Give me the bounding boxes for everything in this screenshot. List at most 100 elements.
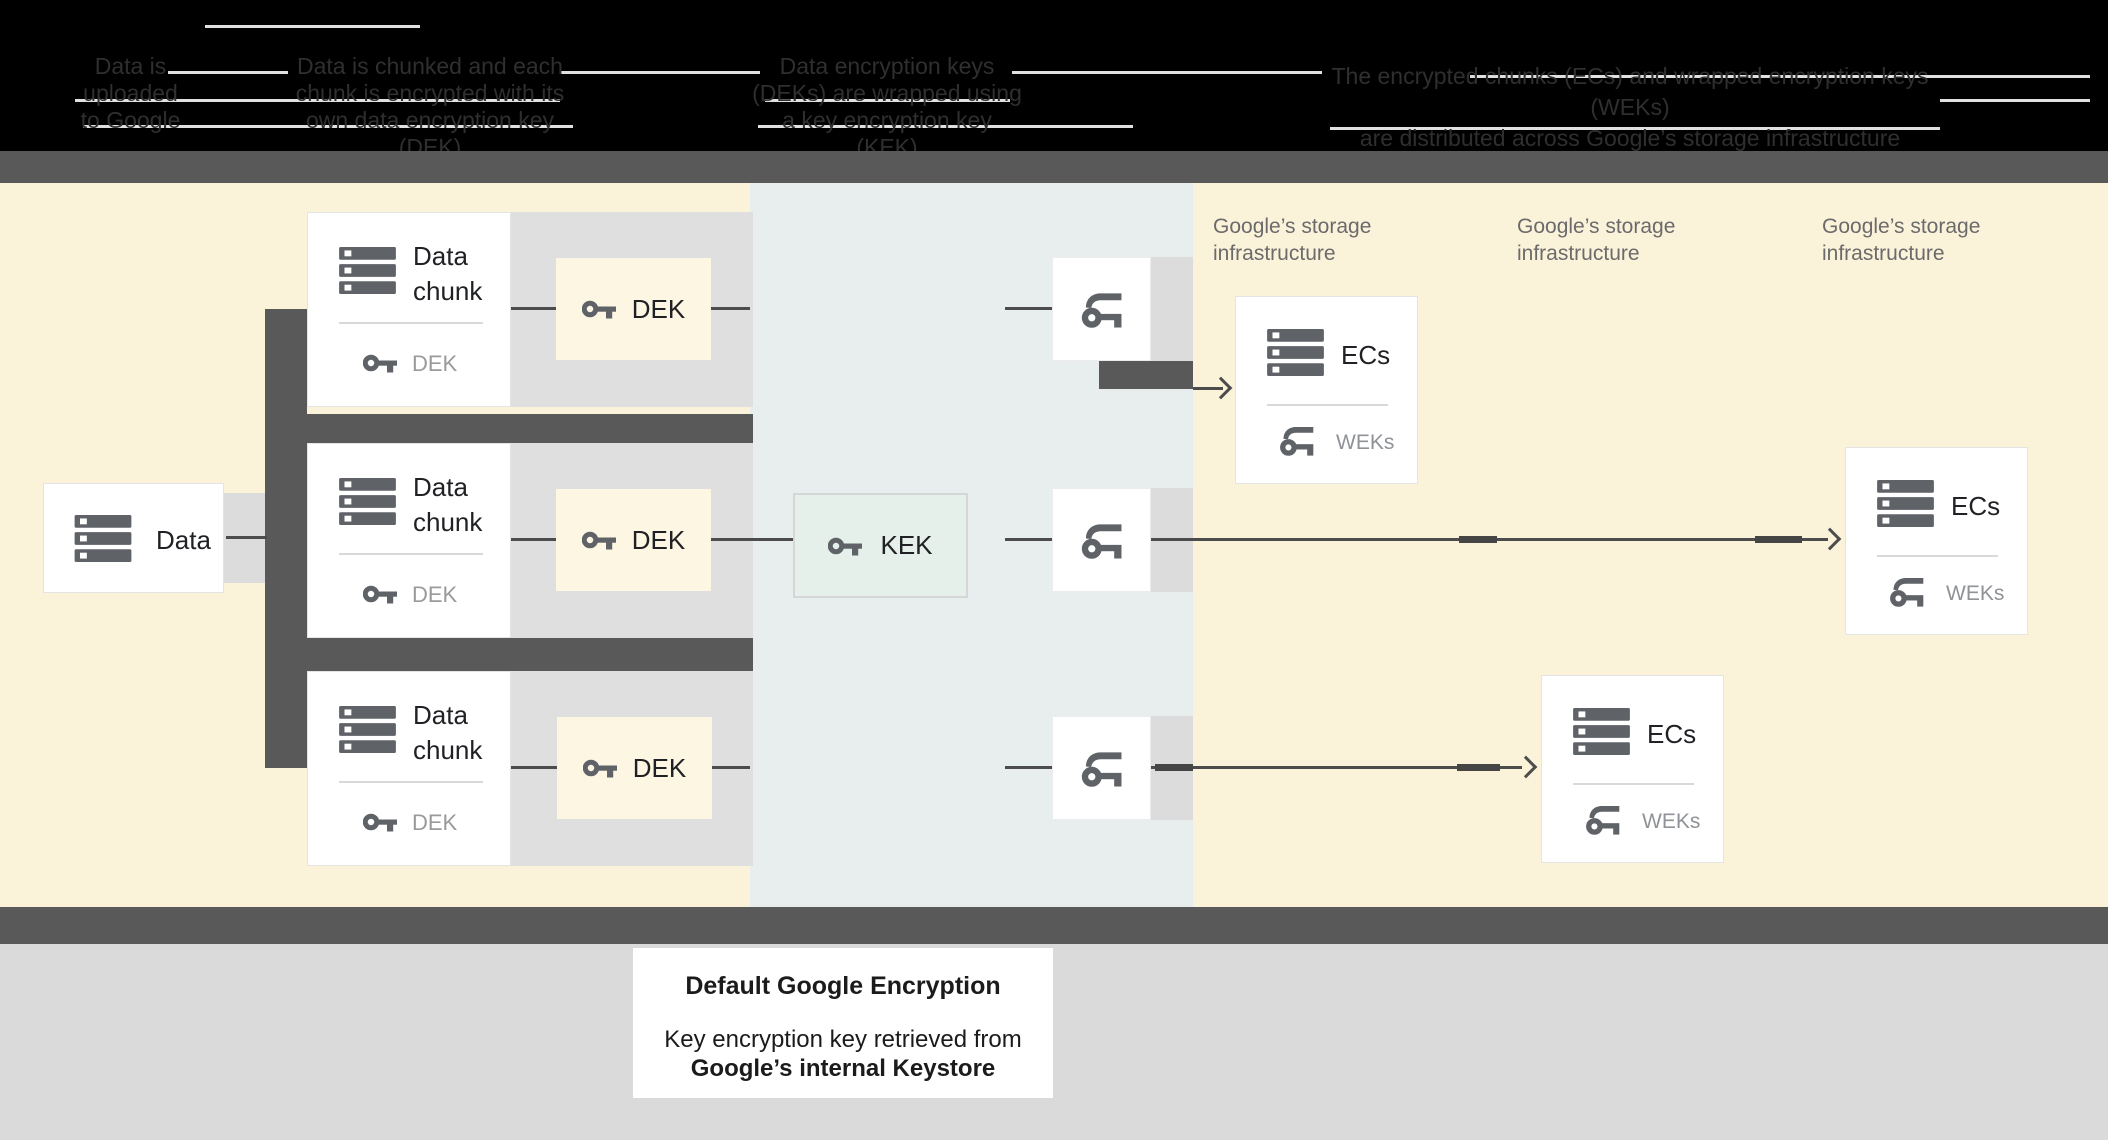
data-box: Data <box>43 483 224 593</box>
storage-label-line: infrastructure <box>1517 242 1640 265</box>
chunk-title: Data chunk <box>413 239 482 309</box>
arrow-line <box>1193 387 1223 390</box>
dek-box-label: DEK <box>631 524 686 555</box>
kek-box: KEK <box>793 493 968 598</box>
server-icon <box>1267 329 1324 376</box>
top-separator-bar <box>0 151 2108 183</box>
keybox-attachment <box>1151 257 1193 361</box>
chunk-key-label: DEK <box>412 351 458 376</box>
step-caption-2-line: chunk is encrypted with its <box>295 80 565 106</box>
chunk-title: Data chunk <box>413 470 482 540</box>
card-divider <box>1573 783 1694 785</box>
wrapped-key-icon <box>1278 425 1316 456</box>
header-band: Data is uploaded to Google Data is chunk… <box>0 0 2108 160</box>
ec-box: ECs WEKs <box>1845 447 2028 635</box>
artifact-line <box>1940 99 2090 102</box>
wrapped-key-icon <box>1080 522 1124 559</box>
legend-line-bold: Google’s internal Keystore <box>690 1055 996 1082</box>
step-caption-2: Data is chunked and each chunk is encryp… <box>280 53 580 161</box>
data-box-label: Data <box>156 525 211 555</box>
key-icon <box>828 535 864 557</box>
data-chunk-card: Data chunk DEK <box>307 443 511 638</box>
legend-card: Default Google Encryption Key encryption… <box>633 948 1053 1098</box>
card-divider <box>1267 404 1388 406</box>
data-chunk-card: Data chunk DEK <box>307 212 511 407</box>
storage-label-line: Google’s storage <box>1213 215 1372 238</box>
ec-box: ECs WEKs <box>1235 296 1418 484</box>
legend-title: Default Google Encryption <box>685 972 1001 1000</box>
storage-infrastructure-label: Google’s storage infrastructure <box>1517 213 1747 267</box>
arrowhead <box>1209 376 1233 400</box>
artifact-line <box>765 99 1010 102</box>
chunk-key-label: DEK <box>412 810 458 835</box>
chunk-title-line: chunk <box>413 735 483 765</box>
legend-line: Key encryption key retrieved from <box>664 1026 1022 1053</box>
server-icon <box>1877 480 1934 527</box>
server-icon <box>339 247 396 294</box>
server-icon <box>339 706 396 753</box>
step-caption-3: Data encryption keys (DEKs) are wrapped … <box>752 53 1022 161</box>
step-caption-4-line: are distributed across Google’s storage … <box>1359 125 1901 151</box>
step-caption-1-line: Data is <box>94 53 167 79</box>
step-caption-2-line: Data is chunked and each <box>297 53 563 79</box>
step-caption-3-line: Data encryption keys <box>779 53 995 79</box>
wrapped-key-box <box>1052 488 1151 592</box>
wrapped-key-box <box>1052 257 1151 361</box>
connector-line <box>511 307 556 310</box>
step-caption-1-line: uploaded <box>83 80 178 106</box>
arrowhead <box>1818 527 1842 551</box>
key-icon <box>363 811 399 833</box>
storage-label-line: Google’s storage <box>1822 215 1981 238</box>
dek-box: DEK <box>556 489 711 591</box>
bottom-separator-bar <box>0 907 2108 944</box>
arrow-line <box>1151 766 1522 769</box>
step-caption-1: Data is uploaded to Google <box>58 53 203 134</box>
card-divider <box>339 322 483 324</box>
connector-line <box>1005 766 1052 769</box>
wek-label: WEKs <box>1642 810 1701 833</box>
chunk-title: Data chunk <box>413 698 482 768</box>
connector-line <box>1005 538 1052 541</box>
wek-label: WEKs <box>1946 582 2005 605</box>
arrow-dash <box>1459 536 1497 543</box>
connector-line <box>712 766 750 769</box>
wrapped-key-icon <box>1080 291 1124 328</box>
chunk-title-line: Data <box>413 241 468 271</box>
artifact-line <box>560 71 760 74</box>
server-icon <box>74 515 132 562</box>
chunk-title-line: Data <box>413 472 468 502</box>
card-divider <box>339 553 483 555</box>
arrow-dash <box>1755 536 1802 543</box>
connector-line <box>750 538 793 541</box>
artifact-line <box>83 125 573 128</box>
dek-box-label: DEK <box>631 293 686 324</box>
row-gap-connector <box>265 637 753 673</box>
connector-line <box>1005 307 1052 310</box>
server-icon <box>339 478 396 525</box>
diagram-canvas: Data Data chunk DEK DEK Data chun <box>0 183 2108 907</box>
trunk-connector <box>265 309 307 768</box>
connector-line <box>511 766 557 769</box>
artifact-line <box>168 71 288 74</box>
dek-box: DEK <box>557 717 712 819</box>
arrowhead <box>1514 755 1538 779</box>
key-icon <box>582 529 618 551</box>
data-connector-line <box>226 536 267 539</box>
artifact-line <box>205 25 420 28</box>
storage-label-line: Google’s storage <box>1517 215 1676 238</box>
key-icon <box>582 298 618 320</box>
storage-label-line: infrastructure <box>1213 242 1336 265</box>
arrow-dash <box>1457 764 1500 771</box>
dek-box-label: DEK <box>632 752 687 783</box>
dek-box: DEK <box>556 258 711 360</box>
wrapped-key-box <box>1052 716 1151 820</box>
wrapped-key-icon <box>1888 576 1926 607</box>
artifact-line <box>758 125 1133 128</box>
wrapped-key-icon <box>1584 804 1622 835</box>
ec-box-label: ECs <box>1647 719 1697 749</box>
key-icon <box>583 757 619 779</box>
chunk-title-line: chunk <box>413 276 483 306</box>
chunk-title-line: chunk <box>413 507 483 537</box>
connector-line <box>511 538 556 541</box>
chunk-title-line: Data <box>413 700 468 730</box>
